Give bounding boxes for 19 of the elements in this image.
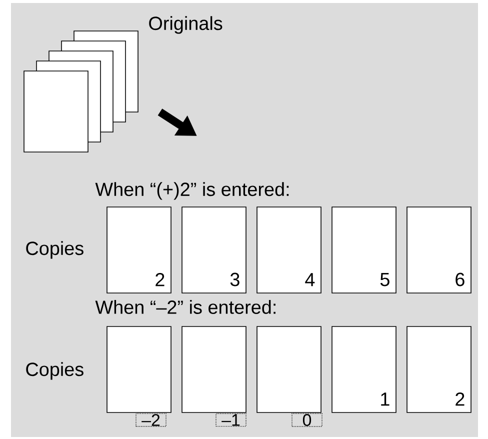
page-number-tag: 0 xyxy=(292,413,322,427)
node-label: Originals xyxy=(149,16,222,34)
heading: When “–2” is entered: xyxy=(95,300,276,314)
copy-page: 2 xyxy=(406,326,472,413)
paper-stack: Originals xyxy=(24,16,222,152)
copy-page xyxy=(106,326,172,413)
copy-page: 6 xyxy=(406,206,472,294)
copy-page: 3 xyxy=(182,206,246,294)
copy-page xyxy=(182,326,246,413)
copy-page: 5 xyxy=(332,206,396,294)
row-label: Copies xyxy=(26,241,84,259)
copy-page: 4 xyxy=(256,206,322,294)
row-label: Copies xyxy=(26,362,84,380)
page-number-tag: –1 xyxy=(216,413,246,427)
page-number-tag: –2 xyxy=(136,413,166,427)
copy-page: 2 xyxy=(106,206,172,294)
copy-page: 1 xyxy=(332,326,396,413)
heading: When “(+)2” is entered: xyxy=(95,182,289,200)
copy-page xyxy=(256,326,322,413)
